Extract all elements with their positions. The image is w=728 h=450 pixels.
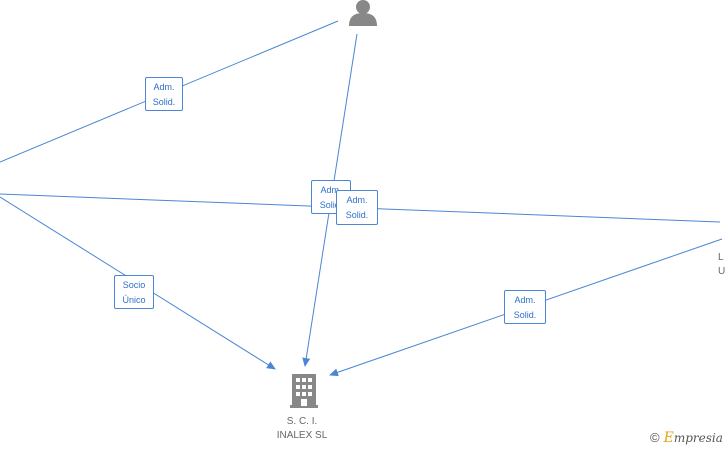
edge-label-socio-unico[interactable]: Socio Único [114, 275, 154, 309]
edge-label-adm-solid-left-right[interactable]: Adm. Solid. [336, 190, 378, 225]
copyright-symbol: © [650, 430, 660, 445]
building-icon[interactable] [290, 374, 318, 408]
brand-initial: E [663, 430, 674, 446]
edge-label-line1: Socio [122, 280, 146, 290]
right-node-line2: U [718, 266, 726, 277]
edge-label-line2: Solid. [513, 310, 537, 320]
company-name-label[interactable]: S. C. I. INALEX SL [262, 415, 342, 443]
edge-label-adm-solid-right-company[interactable]: Adm. Solid. [504, 290, 546, 324]
edge-label-line1: Adm. [514, 295, 536, 305]
brand-name: mpresia [673, 431, 723, 445]
right-node-line1: L [718, 252, 724, 263]
edge-label-adm-solid-left-person[interactable]: Adm. Solid. [145, 77, 183, 111]
edge-label-line1: Adm. [153, 82, 175, 92]
edge-label-line2: Solid. [152, 97, 176, 107]
edge-label-line1: Adm. [320, 185, 342, 195]
person-icon[interactable] [348, 0, 378, 26]
edge-label-line2: Solid. [319, 200, 343, 210]
edge-label-line1: Adm. [346, 195, 368, 205]
edge-label-line2: Único [122, 295, 146, 305]
company-name-line2: INALEX SL [276, 430, 328, 441]
right-node-label[interactable]: L U [718, 251, 728, 279]
company-name-line1: S. C. I. [286, 416, 318, 427]
empresia-watermark: ©Empresia [650, 430, 723, 446]
edge-label-line2: Solid. [345, 210, 369, 220]
